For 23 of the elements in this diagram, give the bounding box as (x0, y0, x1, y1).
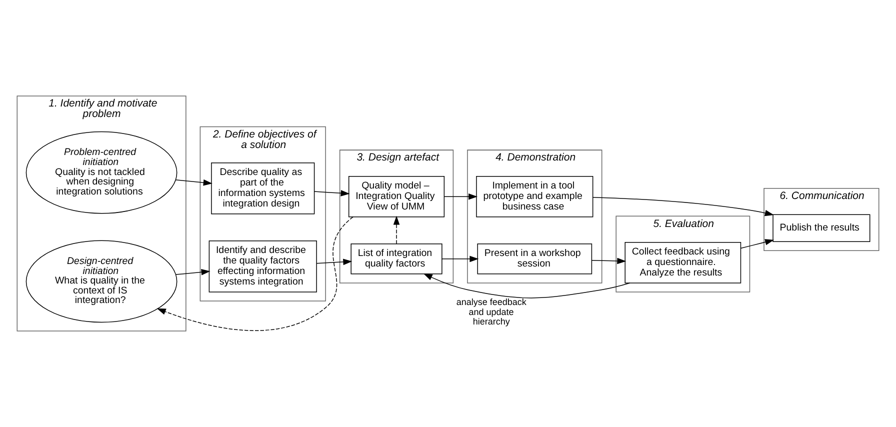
node-box: List of integration quality factors (350, 244, 442, 274)
node-box: Implement in a tool prototype and example business case (476, 176, 594, 218)
node-box: Describe quality as part of the information systems integration design (211, 162, 315, 214)
node-box: Collect feedback using a questionnaire. Analyze the results (624, 242, 742, 284)
arrow (740, 239, 774, 249)
node-box: Quality model – Integration Quality View of UMM (348, 176, 445, 218)
arrow (314, 190, 350, 196)
arrow (176, 269, 210, 276)
arrow (442, 256, 479, 262)
arrow (393, 216, 400, 244)
node-box: Present in a workshop session (477, 244, 592, 274)
arrow (156, 216, 354, 331)
arrow (316, 258, 352, 266)
node-box: Publish the results (772, 214, 870, 242)
arrow (444, 193, 478, 200)
edge-label: analyse feedback and update hierarchy (456, 297, 526, 327)
arrow (176, 179, 212, 186)
node-ellipse: Design-centred initiation What is quality in the context of IS integration? (26, 240, 178, 323)
node-box: Identify and describe the quality factors effecting information systems integration (208, 240, 317, 292)
arrow (592, 196, 774, 216)
arrow (423, 273, 630, 298)
arrow (591, 258, 626, 264)
node-ellipse: Problem-centred initiation Quality is not tackled when designing integration solutions (26, 131, 178, 214)
